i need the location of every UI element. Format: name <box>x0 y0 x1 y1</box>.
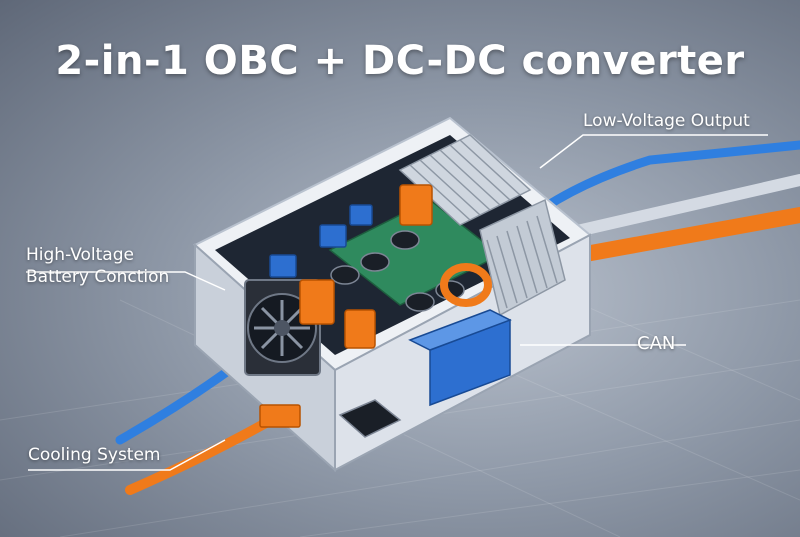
high-voltage-line2: Battery Conction <box>26 267 170 287</box>
cooling-system-label: Cooling System <box>28 445 161 465</box>
transformer-coils <box>259 184 492 428</box>
can-relay-module <box>408 309 512 407</box>
capacitors <box>330 230 465 312</box>
ic-chip <box>338 399 402 438</box>
terminal-blocks <box>269 204 373 278</box>
can-label: CAN <box>637 333 676 354</box>
high-voltage-line1: High-Voltage <box>26 245 134 265</box>
heatsink <box>398 134 566 317</box>
leader-lines <box>26 134 768 471</box>
page-title: 2-in-1 OBC + DC-DC converter <box>55 38 745 84</box>
high-voltage-battery-label: High-Voltage Battery Conction <box>26 244 169 288</box>
orange-outlet-pipe <box>572 207 800 263</box>
cooling-fan <box>244 279 321 376</box>
low-voltage-output-label: Low-Voltage Output <box>583 111 750 131</box>
grey-cable <box>554 174 800 241</box>
